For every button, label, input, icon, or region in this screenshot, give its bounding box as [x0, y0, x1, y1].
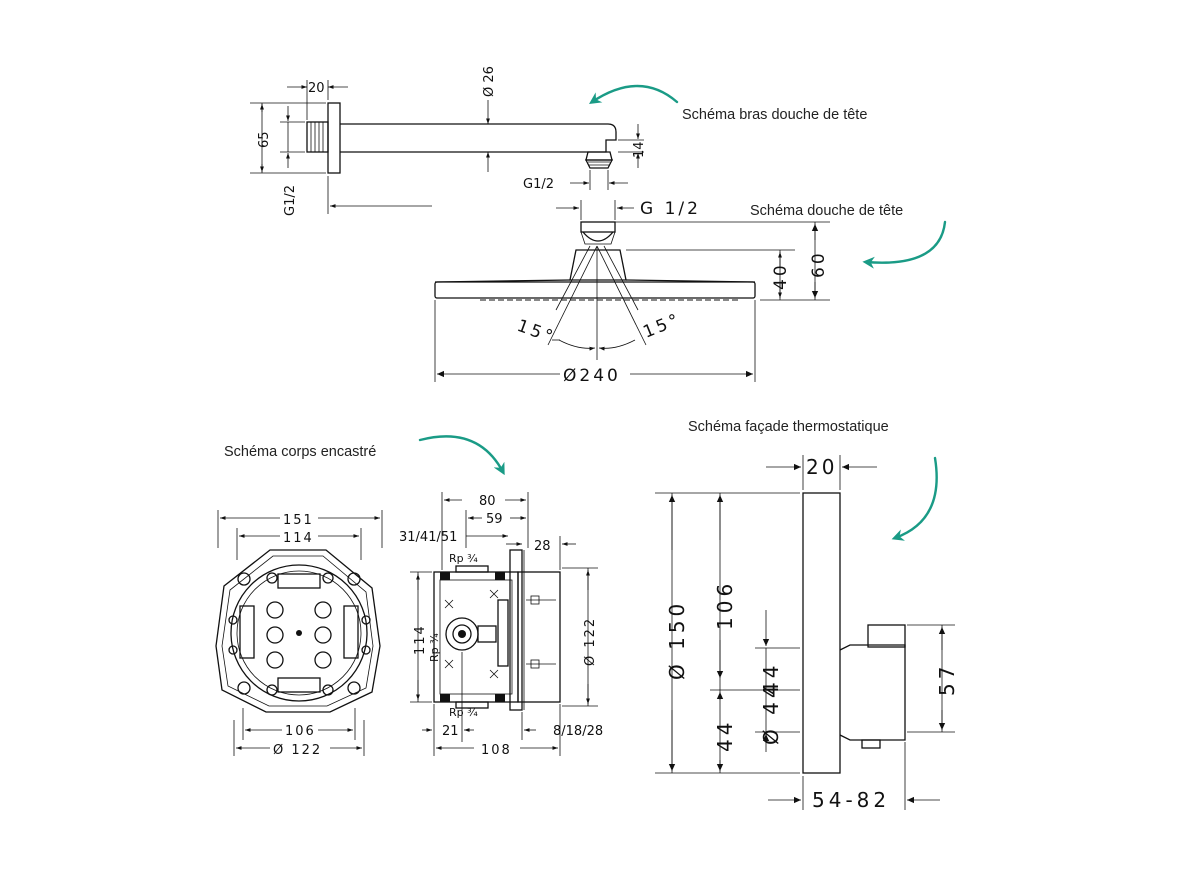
facade-dim-d44: Ø 44 [759, 681, 783, 745]
facade-dim-44-upper: 44 [759, 662, 783, 695]
body-dim-d122-vertical: Ø 122 [583, 617, 598, 666]
shower-arm-schematic: 20 Ø 26 65 G1/2 14 G1/2 [250, 66, 647, 216]
body-label-rp-top: Rp ¾ [449, 552, 478, 565]
concealed-body-side-schematic: 80 59 31/41/51 28 Rp ¾ Rp ¾ Rp ¾ 114 Ø 1… [399, 492, 603, 758]
arm-dim-g12-bottom: G1/2 [523, 177, 554, 192]
caption-head: Schéma douche de tête [750, 203, 947, 269]
body-dim-108: 108 [481, 743, 512, 758]
body-dim-21: 21 [442, 724, 459, 739]
facade-dim-57: 57 [935, 663, 959, 696]
arm-dim-20: 20 [308, 81, 325, 96]
thermostatic-facade-schematic: 20 Ø 150 106 44 44 Ø 44 57 [655, 455, 959, 812]
arm-pointer-arrow-icon [589, 84, 679, 104]
facade-pointer-arrow-icon [891, 456, 938, 541]
body-dim-106: 106 [285, 724, 316, 739]
body-dim-d122: Ø 122 [273, 743, 322, 758]
body-dim-314151: 31/41/51 [399, 530, 457, 545]
head-dim-angle-left: 15° [514, 316, 558, 348]
head-dim-d240: Ø240 [563, 366, 621, 386]
facade-dim-44-lower: 44 [713, 719, 737, 752]
body-pointer-arrow-icon [418, 435, 505, 476]
facade-dim-5482: 54-82 [812, 788, 890, 812]
facade-dim-106: 106 [713, 580, 737, 630]
head-dim-40: 40 [771, 262, 791, 290]
concealed-body-front-schematic: 151 114 106 Ø 122 [215, 510, 383, 758]
caption-arm: Schéma bras douche de tête [589, 84, 867, 123]
body-dim-114-vertical: 114 [413, 624, 428, 655]
arm-dim-d26: Ø 26 [482, 66, 497, 97]
caption-head-text: Schéma douche de tête [750, 203, 903, 219]
body-dim-28: 28 [534, 539, 551, 554]
head-dim-60: 60 [809, 250, 829, 278]
body-dim-114: 114 [283, 531, 314, 546]
body-dim-151: 151 [283, 513, 314, 528]
body-dim-80: 80 [479, 494, 496, 509]
shower-head-schematic: 15° 15° G 1/2 60 40 Ø240 [434, 199, 830, 386]
facade-dim-d150: Ø 150 [665, 600, 689, 680]
head-dim-angle-right: 15° [640, 309, 684, 342]
arm-dim-g12-left: G1/2 [283, 185, 298, 216]
head-dim-g12: G 1/2 [640, 199, 701, 219]
caption-arm-text: Schéma bras douche de tête [682, 107, 867, 123]
caption-facade-text: Schéma façade thermostatique [688, 419, 889, 435]
body-label-rp-side: Rp ¾ [428, 633, 441, 662]
caption-body: Schéma corps encastré [224, 435, 505, 476]
caption-body-text: Schéma corps encastré [224, 444, 376, 460]
facade-dim-20: 20 [806, 455, 837, 479]
arm-dim-14: 14 [632, 141, 647, 158]
caption-facade: Schéma façade thermostatique [688, 419, 938, 541]
head-pointer-arrow-icon [862, 220, 947, 269]
arm-dim-65: 65 [257, 131, 272, 148]
body-label-rp-bottom: Rp ¾ [449, 706, 478, 719]
body-dim-59: 59 [486, 512, 503, 527]
body-dim-81828: 8/18/28 [553, 724, 603, 739]
